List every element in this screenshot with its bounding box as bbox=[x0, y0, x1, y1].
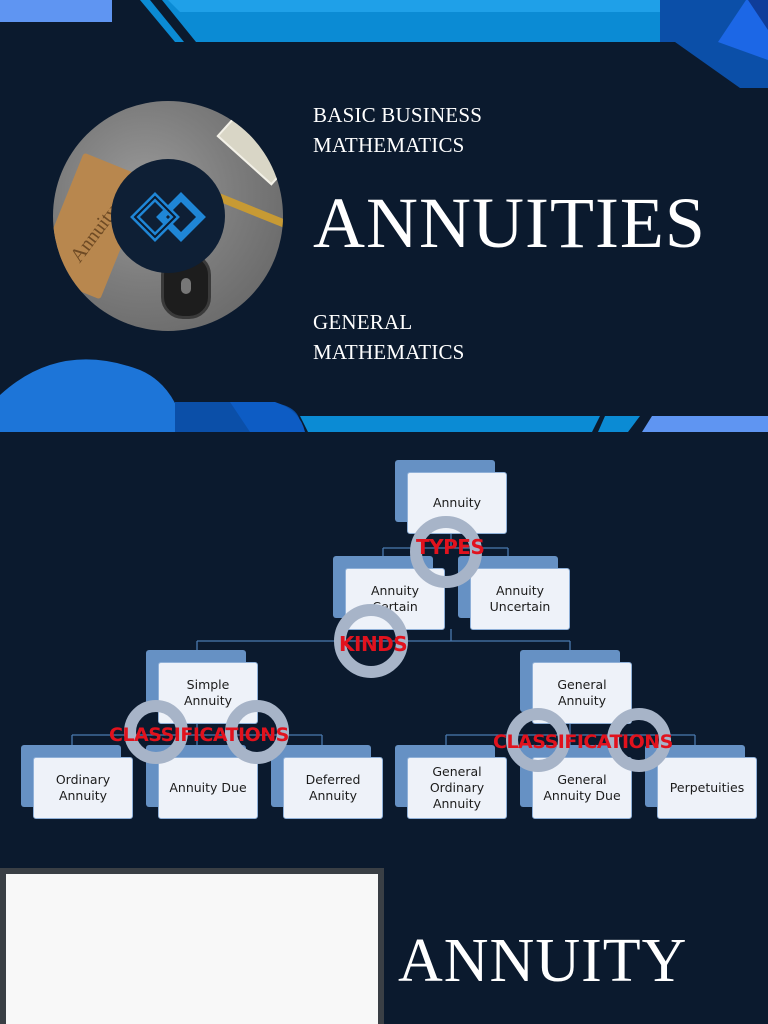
node-annuity-uncertain: Annuity Uncertain bbox=[458, 556, 570, 630]
subtitle-top: BASIC BUSINESS MATHEMATICS bbox=[313, 100, 482, 160]
subtitle-bottom: GENERAL MATHEMATICS bbox=[313, 307, 465, 367]
node-ordinary-annuity: Ordinary Annuity bbox=[21, 745, 133, 819]
logo-disc bbox=[111, 159, 225, 273]
kinds-label: KINDS bbox=[339, 632, 408, 656]
node-annuity-due: Annuity Due bbox=[146, 745, 258, 819]
top-stripe-decoration bbox=[0, 0, 768, 432]
content-panel bbox=[6, 874, 378, 1024]
annuity-title: ANNUITY bbox=[398, 927, 688, 995]
main-title: ANNUITIES bbox=[313, 183, 706, 263]
subtitle-top-line2: MATHEMATICS bbox=[313, 133, 465, 157]
annuity-slide: ANNUITY bbox=[0, 868, 768, 1024]
subtitle-bottom-line1: GENERAL bbox=[313, 310, 413, 334]
node-annuity: Annuity bbox=[395, 460, 507, 534]
node-general-ordinary-annuity: General Ordinary Annuity bbox=[395, 745, 507, 819]
annuity-hierarchy-slide: Annuity Annuity Certain Annuity Uncertai… bbox=[0, 432, 768, 868]
link-logo-icon bbox=[130, 192, 206, 242]
subtitle-bottom-line2: MATHEMATICS bbox=[313, 340, 465, 364]
subtitle-top-line1: BASIC BUSINESS bbox=[313, 103, 483, 127]
node-simple-annuity: Simple Annuity bbox=[146, 650, 258, 724]
content-frame bbox=[0, 868, 384, 1024]
annuity-photo: Annuity bbox=[53, 101, 283, 331]
title-slide: Annuity BASIC BUSINESS MATHEMATICS ANNUI… bbox=[0, 0, 768, 432]
node-deferred-annuity: Deferred Annuity bbox=[271, 745, 383, 819]
types-label: TYPES bbox=[416, 535, 485, 559]
classifications-right-label: CLASSIFICATIONS bbox=[493, 731, 673, 753]
classifications-left-label: CLASSIFICATIONS bbox=[109, 724, 289, 746]
node-general-annuity: General Annuity bbox=[520, 650, 632, 724]
